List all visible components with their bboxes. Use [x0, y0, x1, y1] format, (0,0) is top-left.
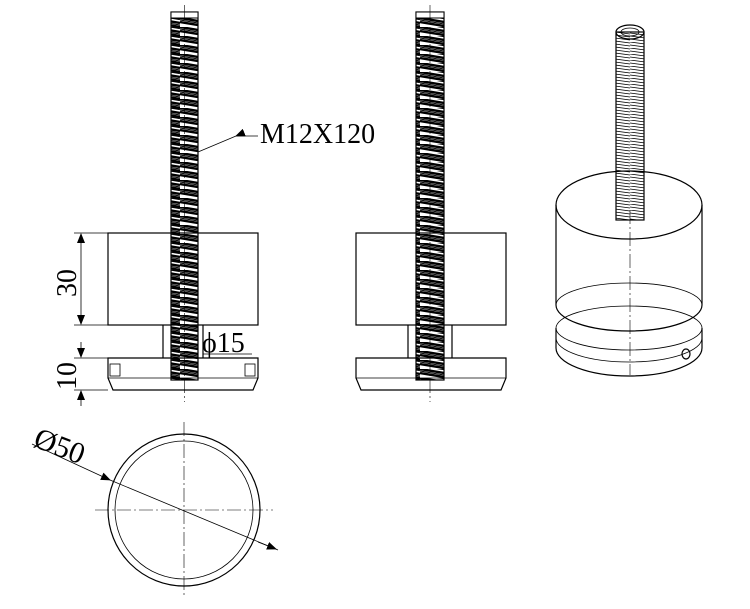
top-view: [95, 422, 273, 598]
dim-height-base-label: 10: [52, 362, 83, 390]
front-view: [107, 5, 259, 402]
dim-outer-diameter: Ø50: [29, 422, 279, 551]
dim-height-body-label: 30: [52, 269, 83, 297]
dim-height-base: 10: [52, 342, 108, 406]
iso-base-hole: [681, 348, 691, 360]
iso-base-ring: [555, 328, 703, 377]
iso-threaded-rod: [615, 31, 645, 221]
dim-neck-diameter: ϕ15: [202, 328, 252, 359]
isometric-view: [555, 24, 703, 377]
side-neck: [407, 325, 453, 358]
thread-callout-label: M12X120: [260, 119, 375, 150]
side-view: [355, 5, 507, 402]
iso-rod-tip: [615, 24, 645, 40]
front-base-slot-left: [109, 363, 121, 377]
front-base-slot-right: [244, 363, 256, 377]
iso-body-cylinder: [555, 205, 703, 332]
thread-callout: M12X120: [197, 119, 375, 153]
dim-height-body: 30: [52, 232, 108, 326]
dim-neck-diameter-label: ϕ15: [202, 328, 245, 359]
dim-outer-diameter-label: Ø50: [29, 422, 89, 471]
front-neck: [162, 325, 204, 358]
